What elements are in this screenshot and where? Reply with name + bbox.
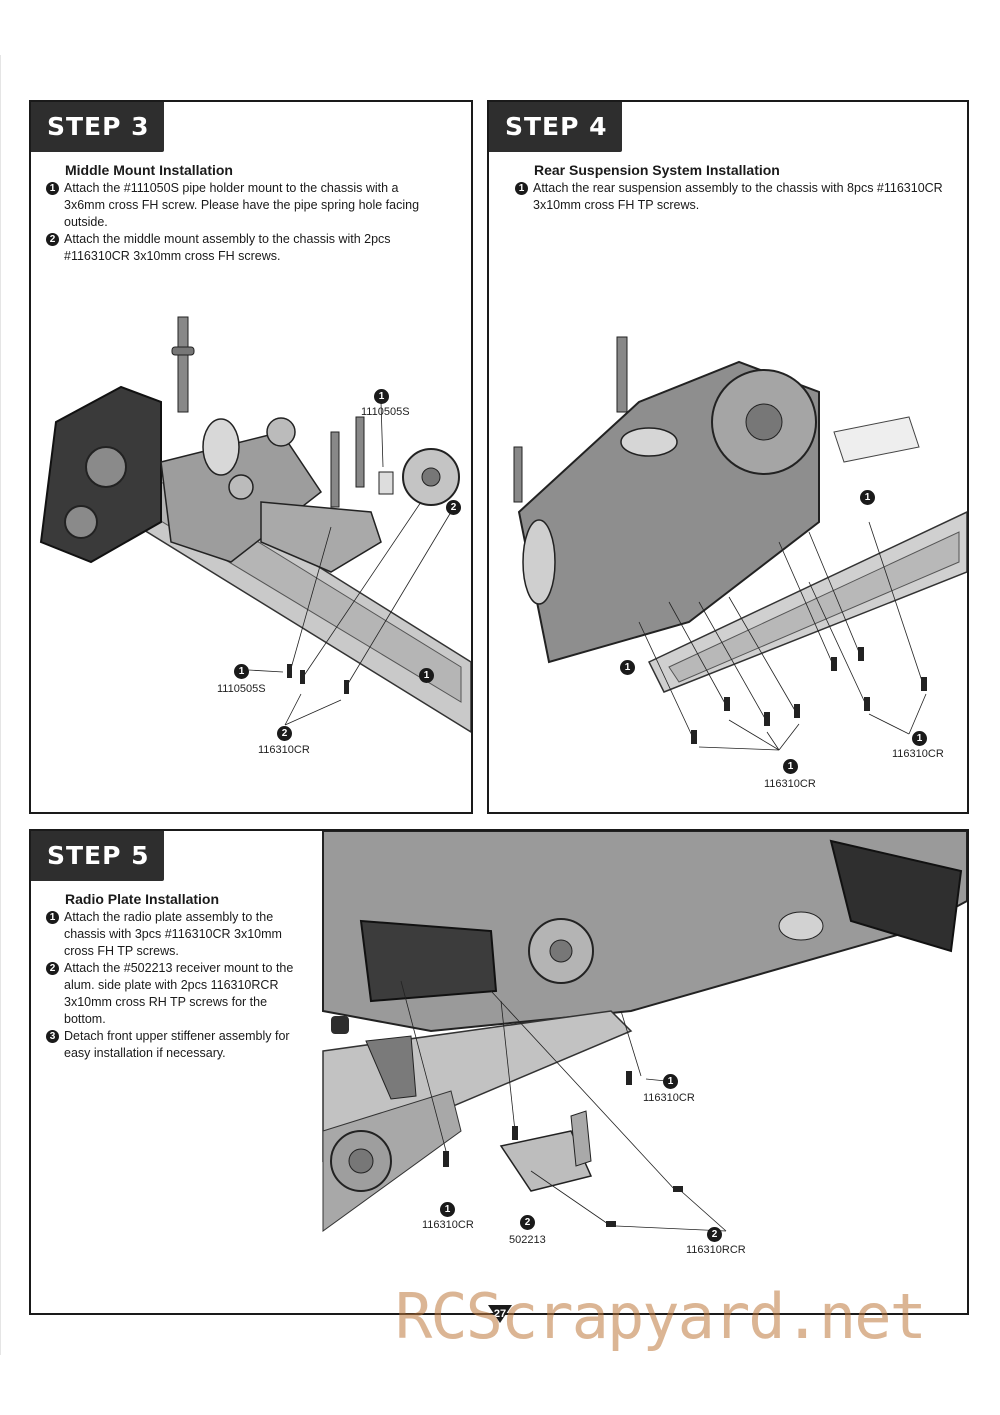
page-frame — [0, 55, 1000, 1355]
instruction-text: Detach front upper stiffener assembly fo… — [64, 1029, 290, 1060]
step5-instructions: 1 Attach the radio plate assembly to the… — [46, 909, 301, 1062]
step3-tab: STEP 3 — [31, 102, 164, 152]
step5-item-2: 2 Attach the #502213 receiver mount to t… — [46, 960, 301, 1028]
step3-item-2: 2 Attach the middle mount assembly to th… — [46, 231, 441, 265]
callout-bubble: 2 — [446, 500, 461, 515]
callout-bubble: 1 — [440, 1202, 455, 1217]
step4-panel: STEP 4 Rear Suspension System Installati… — [487, 100, 969, 814]
instruction-text: Attach the #502213 receiver mount to the… — [64, 961, 294, 1026]
instruction-text: Attach the #111050S pipe holder mount to… — [64, 181, 420, 229]
part-number-label: 116310CR — [422, 1219, 474, 1231]
step5-item-1: 1 Attach the radio plate assembly to the… — [46, 909, 301, 960]
step5-title: Radio Plate Installation — [65, 891, 220, 907]
number-badge: 3 — [46, 1030, 59, 1043]
callout-bubble: 1 — [620, 660, 635, 675]
number-badge: 1 — [46, 182, 59, 195]
rear-suspension-illustration — [513, 336, 967, 751]
step3-title: Middle Mount Installation — [65, 162, 233, 178]
callout-bubble: 1 — [234, 664, 249, 679]
step4-instructions: 1 Attach the rear suspension assembly to… — [515, 180, 960, 214]
watermark-text: RCScrapyard.net — [395, 1280, 927, 1353]
callout-bubble: 2 — [520, 1215, 535, 1230]
step4-title: Rear Suspension System Installation — [534, 162, 780, 178]
part-number-label: 116310CR — [764, 778, 816, 790]
number-badge: 2 — [46, 962, 59, 975]
callout-bubble: 2 — [707, 1227, 722, 1242]
callout-bubble: 1 — [374, 389, 389, 404]
callout-bubble: 2 — [277, 726, 292, 741]
step5-tab: STEP 5 — [31, 831, 164, 881]
step5-item-3: 3 Detach front upper stiffener assembly … — [46, 1028, 301, 1062]
step4-item-1: 1 Attach the rear suspension assembly to… — [515, 180, 960, 214]
radio-plate-illustration — [322, 831, 967, 1232]
part-number-label: 502213 — [509, 1234, 546, 1246]
step4-tab: STEP 4 — [489, 102, 622, 152]
callout-bubble: 1 — [663, 1074, 678, 1089]
step3-item-1: 1 Attach the #111050S pipe holder mount … — [46, 180, 441, 231]
callout-bubble: 1 — [783, 759, 798, 774]
part-number-label: 1110505S — [217, 683, 266, 695]
instruction-text: Attach the radio plate assembly to the c… — [64, 910, 282, 958]
instruction-text: Attach the middle mount assembly to the … — [64, 232, 391, 263]
step3-instructions: 1 Attach the #111050S pipe holder mount … — [46, 180, 441, 265]
part-number-label: 1110505S — [361, 406, 410, 418]
step5-panel: STEP 5 Radio Plate Installation 1 Attach… — [29, 829, 969, 1315]
middle-mount-illustration — [39, 316, 471, 733]
part-number-label: 116310CR — [892, 748, 944, 760]
part-number-label: 116310RCR — [686, 1244, 746, 1256]
callout-bubble: 1 — [912, 731, 927, 746]
number-badge: 1 — [46, 911, 59, 924]
callout-bubble: 1 — [860, 490, 875, 505]
part-number-label: 116310CR — [643, 1092, 695, 1104]
callout-bubble: 1 — [419, 668, 434, 683]
number-badge: 2 — [46, 233, 59, 246]
instruction-text: Attach the rear suspension assembly to t… — [533, 181, 943, 212]
number-badge: 1 — [515, 182, 528, 195]
step3-panel: STEP 3 Middle Mount Installation 1 Attac… — [29, 100, 473, 814]
part-number-label: 116310CR — [258, 744, 310, 756]
